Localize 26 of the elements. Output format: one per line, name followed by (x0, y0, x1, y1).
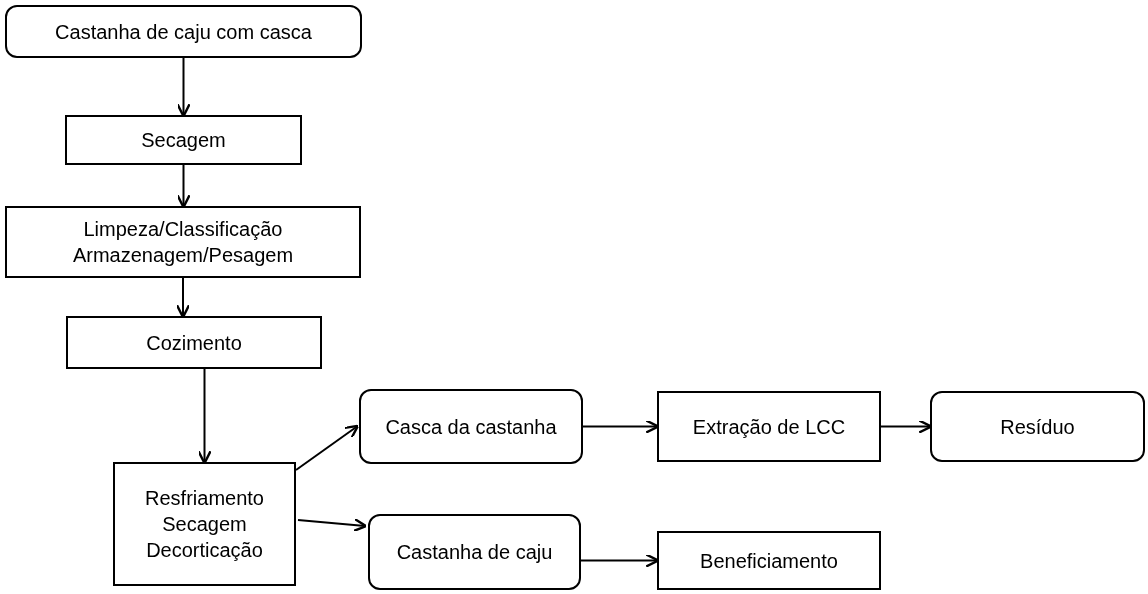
process-box (65, 115, 302, 165)
arrow (297, 517, 368, 533)
arrow (295, 424, 360, 471)
box-label: Extração de LCC (692, 414, 846, 440)
box-label: Castanha de caju com casca (55, 19, 312, 45)
box-label: Resfriamento Secagem Decorticação (144, 486, 265, 563)
process-box (113, 462, 296, 586)
process-box (657, 391, 881, 462)
box-label: Beneficiamento (700, 548, 838, 574)
arrow (176, 164, 191, 209)
box-label: Resíduo (1000, 414, 1075, 440)
arrow (175, 277, 191, 319)
arrow (176, 57, 191, 118)
rounded-process-box (368, 514, 581, 590)
rounded-process-box (359, 389, 583, 464)
process-box (5, 206, 361, 278)
process-box (657, 531, 881, 590)
process-box (66, 316, 322, 369)
arrow (197, 368, 212, 465)
box-label: Limpeza/Classificação Armazenagem/Pesagem (71, 217, 295, 268)
box-label: Cozimento (146, 330, 242, 356)
box-label: Casca da castanha (385, 414, 557, 440)
box-label: Castanha de caju (396, 540, 553, 565)
rounded-process-box (930, 391, 1145, 462)
box-label: Secagem (141, 128, 226, 153)
rounded-process-box (5, 5, 362, 58)
